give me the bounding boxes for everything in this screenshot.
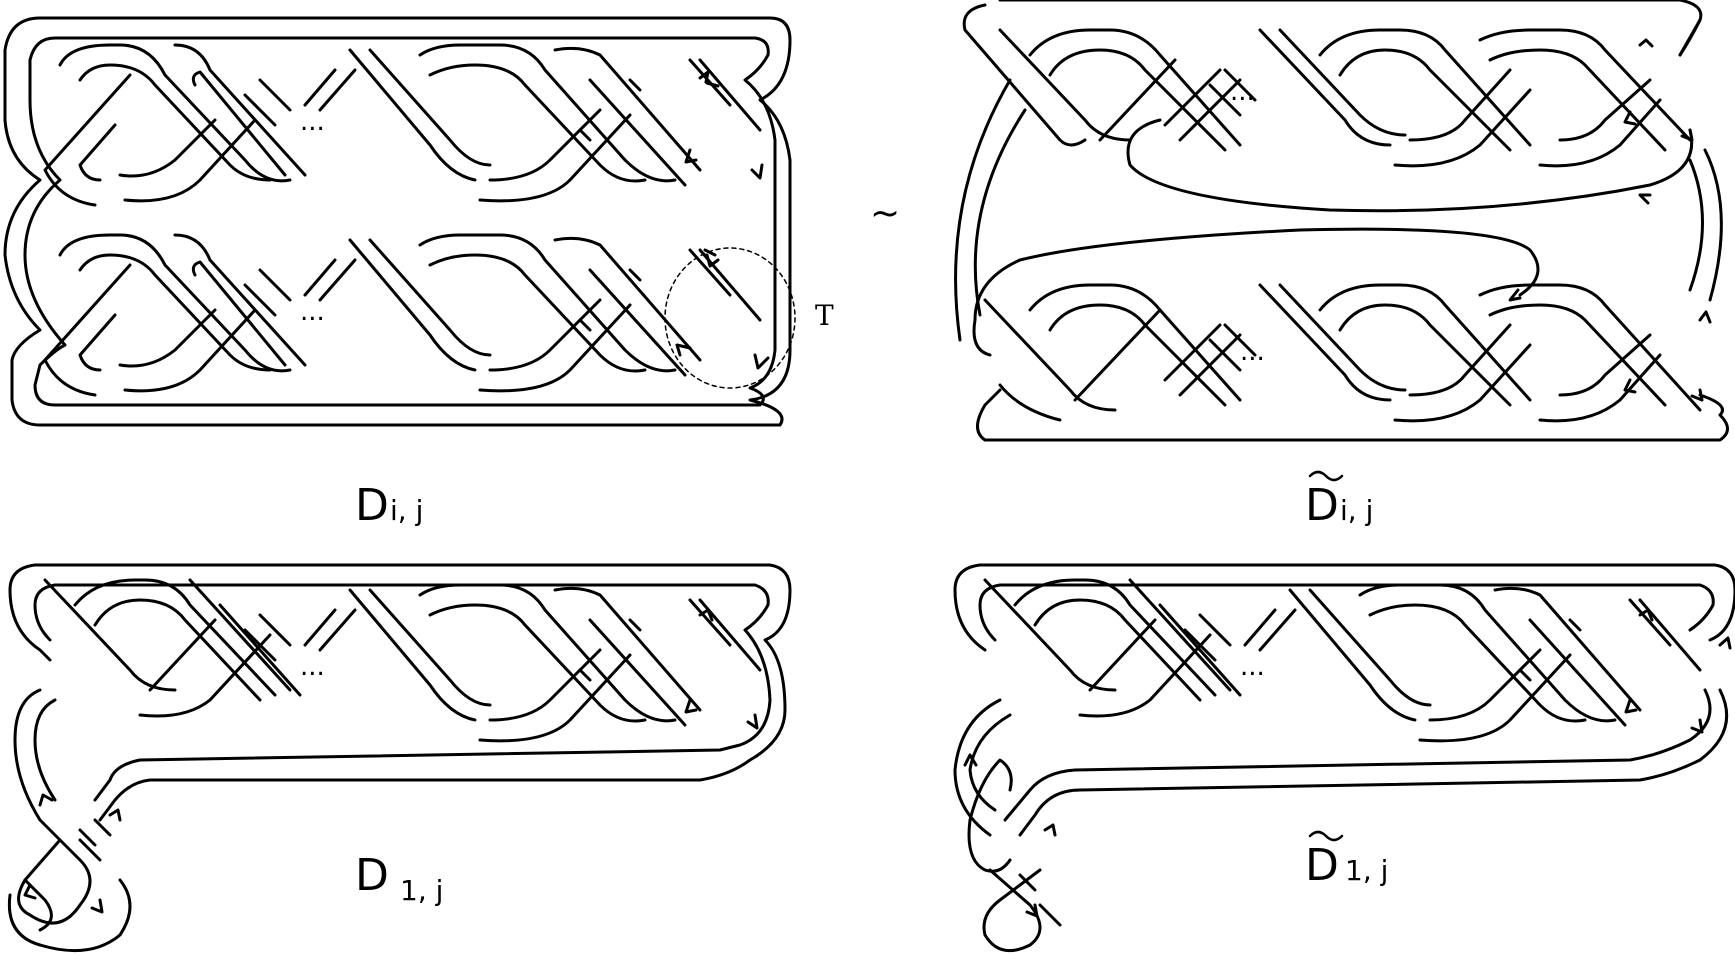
upper-twist-row bbox=[43, 43, 762, 207]
equivalence-symbol: ~ bbox=[870, 193, 900, 234]
left-loop bbox=[13, 688, 92, 925]
diagram-dtilde-1j: ... D 1, j bbox=[953, 563, 1735, 953]
lower-twist-row bbox=[983, 283, 1702, 423]
label-main: D bbox=[355, 480, 389, 531]
right-arc-outer bbox=[1703, 148, 1723, 302]
upper-twist-row bbox=[43, 578, 762, 743]
ellipsis-upper: ... bbox=[300, 107, 325, 137]
orientation-arrows bbox=[963, 608, 1732, 918]
diagram-label: D 1, j bbox=[355, 850, 443, 907]
middle-strand-upper bbox=[1126, 118, 1694, 213]
lower-twist-row bbox=[43, 233, 762, 397]
label-subscript: i, j bbox=[390, 494, 423, 527]
left-arc-outer bbox=[954, 78, 1012, 342]
label-main: D bbox=[1305, 480, 1339, 531]
label-main: D bbox=[1305, 840, 1339, 891]
left-arc-inner bbox=[973, 108, 1027, 317]
orientation-arrows bbox=[675, 70, 770, 370]
ellipsis-upper: ... bbox=[1230, 77, 1255, 107]
diagram-d-1j: ... D 1, j bbox=[7, 563, 792, 953]
diagram-label: D i, j bbox=[1305, 470, 1373, 531]
tilde-mark bbox=[1308, 470, 1344, 482]
outer-bottom-base bbox=[983, 393, 1729, 442]
right-arc-inner bbox=[1688, 158, 1704, 292]
diagram-d-ij: T ... ... D i, j bbox=[3, 16, 834, 531]
bottom-band-inner bbox=[1003, 688, 1712, 822]
ellipsis-lower: ... bbox=[300, 297, 325, 327]
middle-strand-lower bbox=[972, 227, 1540, 357]
outer-frame bbox=[3, 16, 792, 427]
label-subscript: i, j bbox=[1340, 494, 1373, 527]
outer-frame bbox=[953, 563, 1735, 652]
label-subscript: 1, j bbox=[400, 874, 443, 907]
diagram-label: D i, j bbox=[355, 480, 423, 531]
upper-twist-row bbox=[983, 578, 1702, 743]
label-subscript: 1, j bbox=[1345, 854, 1388, 887]
inner-frame bbox=[978, 583, 1715, 642]
inner-frame bbox=[53, 583, 772, 802]
upper-twist-row bbox=[998, 28, 1692, 168]
ellipsis-lower: ... bbox=[1240, 337, 1265, 367]
ellipsis: ... bbox=[1240, 652, 1265, 682]
diagram-label: D 1, j bbox=[1305, 830, 1388, 891]
ellipsis: ... bbox=[300, 652, 325, 682]
orientation-arrows bbox=[23, 608, 759, 914]
tangle-circle-t bbox=[664, 247, 796, 389]
inner-frame bbox=[23, 36, 777, 407]
orientation-arrows bbox=[1623, 38, 1712, 402]
tilde-mark bbox=[1308, 830, 1344, 842]
label-main: D bbox=[355, 850, 389, 901]
diagram-dtilde-ij: ... ... D i, j bbox=[954, 0, 1729, 531]
outer-frame bbox=[33, 563, 792, 822]
tangle-label-t: T bbox=[815, 299, 834, 332]
bottom-band-outer bbox=[1018, 688, 1729, 837]
